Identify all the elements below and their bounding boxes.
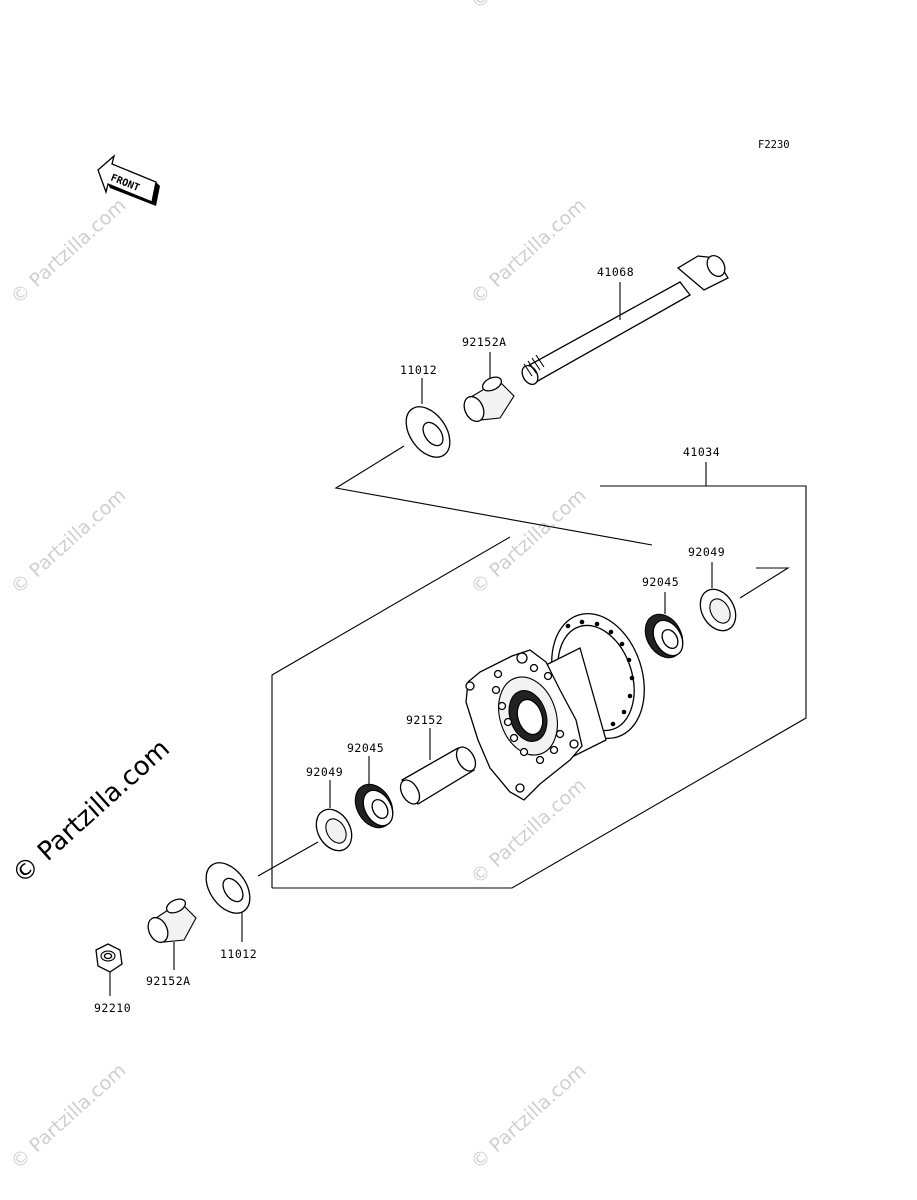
figure-code: F2230 [758, 139, 790, 151]
watermark-main: © Partzilla.com [7, 734, 176, 891]
label-spacer: 92152 [406, 713, 443, 727]
label-nut: 92210 [94, 1001, 131, 1015]
label-oil-seal-right: 92049 [688, 545, 725, 559]
label-collar-upper: 92152A [462, 335, 507, 349]
bearing-right-92045 [644, 592, 684, 659]
cap-upper-11012 [405, 378, 451, 458]
watermark-text: © Partzilla.com [467, 0, 591, 14]
label-bearing-left: 92045 [347, 741, 384, 755]
leader-cap-upper [334, 445, 653, 546]
label-cap-lower: 11012 [220, 947, 257, 961]
nut-92210 [95, 943, 123, 996]
leader-cap-lower [257, 841, 319, 877]
watermark-text: © Partzilla.com [7, 1059, 131, 1173]
wheel-hub [465, 612, 645, 801]
label-hub-assembly: 41034 [683, 445, 720, 459]
leader-seal-right [739, 567, 790, 599]
label-oil-seal-left: 92049 [306, 765, 343, 779]
watermark-text: © Partzilla.com [467, 1059, 591, 1173]
label-bearing-right: 92045 [642, 575, 679, 589]
oil-seal-right-92049 [699, 562, 737, 632]
spacer-92152 [399, 728, 477, 805]
watermark-text: © Partzilla.com [7, 194, 131, 308]
collar-upper-92152a [463, 352, 515, 423]
front-arrow-icon: FRONT [97, 154, 160, 206]
bearing-left-92045 [354, 756, 394, 829]
label-cap-upper: 11012 [400, 363, 437, 377]
axle-41068 [521, 255, 729, 385]
collar-lower-92152a [147, 898, 197, 970]
cap-lower-11012 [205, 862, 251, 942]
watermark-text: © Partzilla.com [467, 194, 591, 308]
watermark-text: © Partzilla.com [467, 484, 591, 598]
watermark-text: © Partzilla.com [7, 484, 131, 598]
oil-seal-left-92049 [315, 780, 353, 852]
label-collar-lower: 92152A [146, 974, 191, 988]
watermark-layer: © Partzilla.com © Partzilla.com © Partzi… [7, 0, 591, 1174]
label-axle: 41068 [597, 265, 634, 279]
hub-assembly-bracket [271, 462, 807, 889]
